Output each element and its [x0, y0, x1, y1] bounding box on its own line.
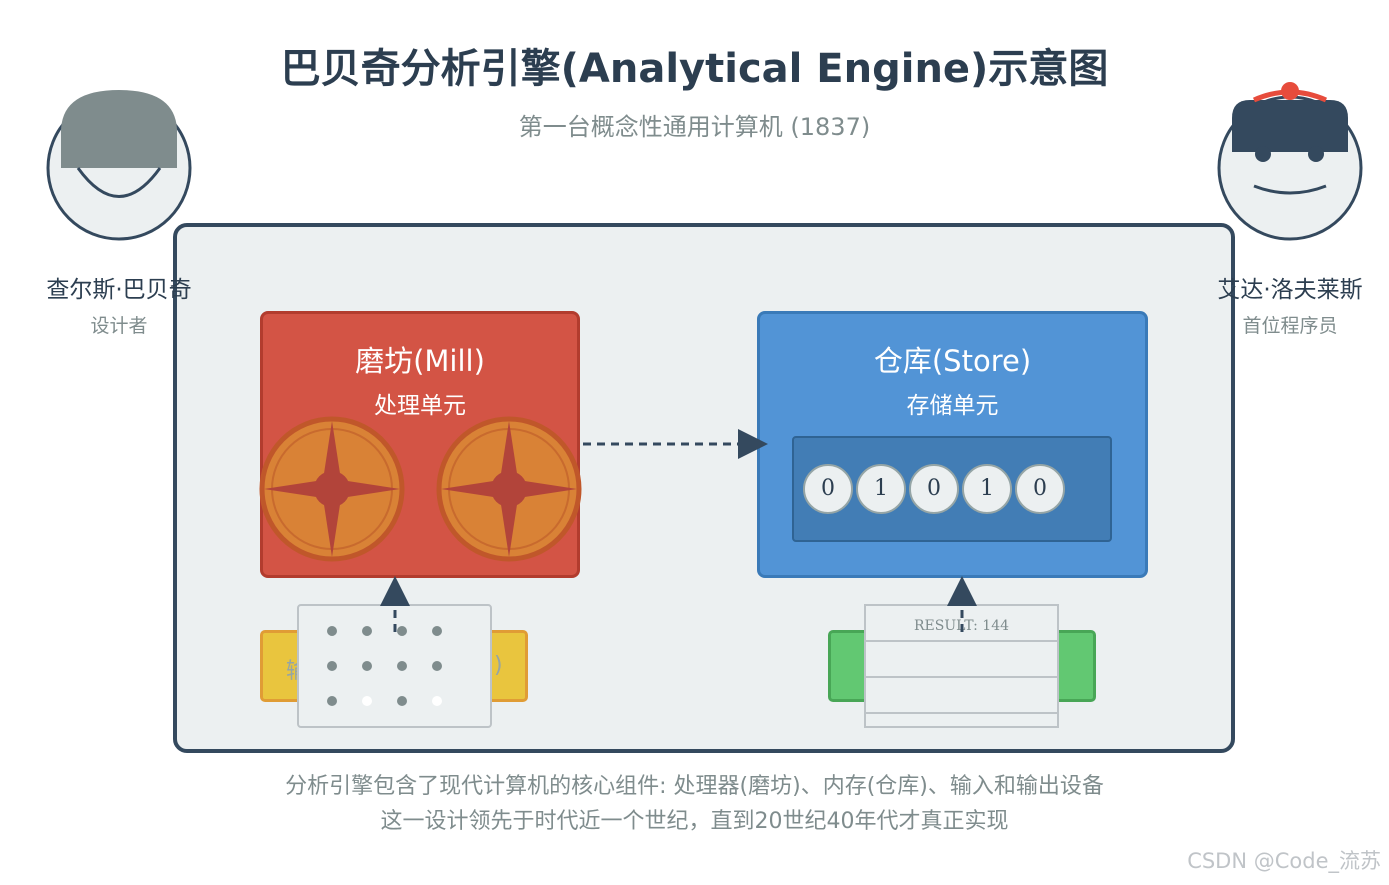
store-digit: 1 [856, 464, 906, 514]
mill-title: 磨坊(Mill) [355, 344, 485, 378]
punch-hole [327, 696, 337, 706]
gear-icon [436, 416, 582, 562]
babbage-portrait [46, 90, 192, 241]
punch-hole [432, 661, 442, 671]
punch-hole [327, 626, 337, 636]
babbage-role: 设计者 [90, 315, 148, 337]
punch-hole [327, 661, 337, 671]
input-label-right: ) [492, 653, 506, 678]
caption-line-1: 分析引擎包含了现代计算机的核心组件: 处理器(磨坊)、内存(仓库)、输入和输出设… [285, 774, 1104, 799]
ada-role: 首位程序员 [1242, 315, 1338, 337]
diagram-title: 巴贝奇分析引擎(Analytical Engine)示意图 [280, 46, 1109, 92]
watermark: CSDN @Code_流苏 [1187, 849, 1381, 873]
paper-line [866, 676, 1057, 678]
paper-line [866, 640, 1057, 642]
gear-icon [259, 416, 405, 562]
punch-hole-empty [432, 696, 442, 706]
punch-hole [362, 661, 372, 671]
store-digit: 0 [1015, 464, 1065, 514]
punch-hole [397, 696, 407, 706]
paper-line [866, 712, 1057, 714]
store-title: 仓库(Store) [873, 344, 1032, 378]
store-subtitle: 存储单元 [906, 393, 999, 419]
store-digit: 1 [962, 464, 1012, 514]
punch-hole [432, 626, 442, 636]
store-digit: 0 [803, 464, 853, 514]
mill-subtitle: 处理单元 [374, 393, 466, 419]
ada-name: 艾达·洛夫莱斯 [1217, 277, 1363, 303]
ada-portrait [1217, 82, 1363, 241]
store-digit: 0 [909, 464, 959, 514]
diagram-subtitle: 第一台概念性通用计算机 (1837) [518, 113, 871, 141]
caption-line-2: 这一设计领先于时代近一个世纪，直到20世纪40年代才真正实现 [380, 809, 1009, 834]
babbage-name: 查尔斯·巴贝奇 [46, 277, 192, 303]
punch-hole-empty [362, 696, 372, 706]
punch-hole [397, 661, 407, 671]
punch-hole [397, 626, 407, 636]
punch-hole [362, 626, 372, 636]
